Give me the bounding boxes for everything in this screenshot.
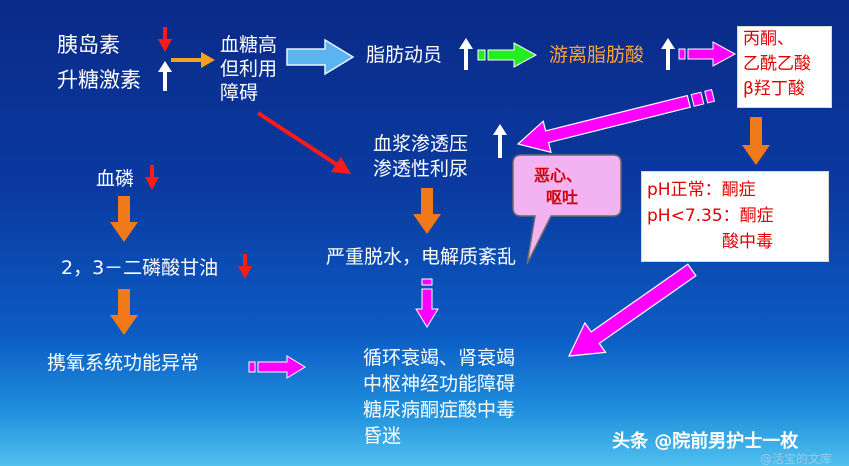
phosphate-decrease-arrow	[145, 165, 159, 190]
ffa-to-ketones-arrow	[678, 41, 737, 67]
ffa-label: 游离脂肪酸	[549, 44, 645, 66]
hyperglycemia-line-2: 但利用	[220, 58, 278, 80]
phosphate-label: 血磷	[96, 168, 135, 190]
osmotic-line-1: 血浆渗透压	[373, 133, 469, 155]
lipolysis-to-ffa-arrow	[477, 42, 538, 68]
ffa-increase-arrow	[661, 38, 675, 70]
nausea-vomiting-bubble: 恶心、 呕吐	[507, 152, 625, 267]
dpg-label: 2，3－二磷酸甘油	[61, 257, 219, 279]
osmotic-increase-arrow	[493, 124, 507, 158]
ketone-line-3: β羟丁酸	[743, 79, 805, 99]
oxygen-carrying-label: 携氧系统功能异常	[47, 352, 200, 374]
nausea-line-1: 恶心、	[534, 166, 583, 185]
dpg-decrease-arrow	[238, 254, 252, 279]
phosphate-to-dpg-arrow	[110, 196, 138, 242]
lipolysis-increase-arrow	[459, 38, 473, 70]
watermark-small: @活宝的文库	[760, 452, 833, 466]
nausea-line-2: 呕吐	[546, 188, 579, 207]
dehydration-to-outcomes-arrow	[415, 278, 439, 328]
ph-line-1: pH正常：酮症	[647, 180, 756, 200]
hyperglycemia-line-3: 障碍	[220, 82, 259, 104]
hyperglycemia-line-1: 血糖高	[220, 34, 278, 56]
ketone-bodies-box: 丙酮、 乙酰乙酸 β羟丁酸	[737, 26, 832, 108]
ketone-line-2: 乙酰乙酸	[743, 54, 811, 74]
ketones-to-osmotic-arrow	[516, 88, 716, 154]
osmotic-line-2: 渗透性利尿	[373, 158, 469, 180]
glucagon-label: 升糖激素	[57, 68, 141, 92]
outcome-line-3: 糖尿病酮症酸中毒	[363, 399, 516, 421]
oxygen-to-outcomes-arrow	[248, 355, 306, 379]
glucagon-increase-arrow	[158, 61, 172, 91]
outcome-line-1: 循环衰竭、肾衰竭	[363, 347, 516, 369]
glucose-to-lipolysis-arrow	[286, 38, 355, 76]
ph-line-3: 酸中毒	[722, 232, 773, 252]
watermark: 头条 @院前男护士一枚	[612, 431, 799, 452]
ph-ketoacidosis-box: pH正常：酮症 pH<7.35：酮症 酸中毒	[641, 171, 829, 262]
glucose-to-osmotic-arrow	[256, 111, 351, 174]
dehydration-label: 严重脱水，电解质紊乱	[326, 246, 517, 268]
ketone-line-1: 丙酮、	[743, 29, 794, 49]
osmotic-to-dehydration-arrow	[413, 188, 441, 234]
outcome-line-4: 昏迷	[363, 425, 402, 447]
outcome-line-2: 中枢神经功能障碍	[363, 373, 516, 395]
ph-to-outcomes-arrow	[567, 263, 697, 357]
ketones-to-ph-arrow	[742, 117, 770, 165]
insulin-decrease-arrow	[158, 27, 172, 52]
lipolysis-label: 脂肪动员	[366, 44, 443, 66]
ph-line-2: pH<7.35：酮症	[647, 206, 774, 226]
hormone-to-glucose-arrow	[171, 52, 215, 68]
dpg-to-oxygen-arrow	[110, 289, 138, 335]
insulin-label: 胰岛素	[57, 33, 120, 57]
